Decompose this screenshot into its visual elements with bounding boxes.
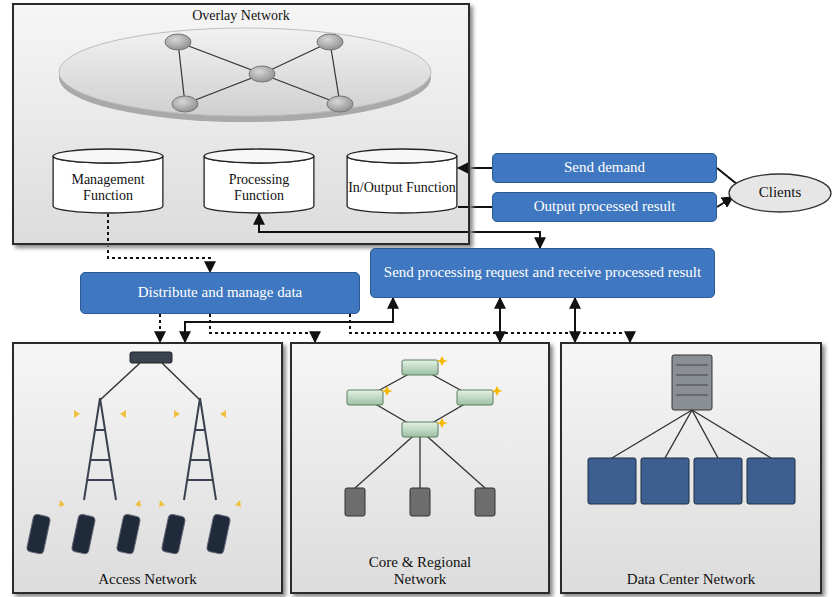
connector: [717, 168, 738, 185]
function-cylinder: Processing Function: [203, 148, 315, 214]
action-box: Output processed result: [492, 192, 717, 222]
action-box: Distribute and manage data: [80, 272, 360, 314]
connector: [499, 298, 501, 342]
connector: [574, 298, 576, 342]
overlay-disc: [59, 28, 431, 122]
network-panel: Data Center Network: [560, 342, 822, 594]
network-panel: Access Network: [12, 342, 283, 594]
dotted-connector: [159, 314, 161, 342]
node-label: Management Function: [52, 172, 164, 204]
access-illustration: [26, 352, 241, 554]
network-panel: Core & Regional Network: [290, 342, 550, 594]
node-label: Core & Regional Network: [355, 554, 485, 589]
node-label: Access Network: [98, 571, 197, 588]
dotted-connector: [108, 214, 210, 272]
dotted-connector: [210, 314, 315, 342]
panel-ground: [12, 3, 470, 245]
panel-ground: [12, 342, 283, 594]
panel-ground: [560, 342, 822, 594]
node-label: Output processed result: [534, 198, 676, 215]
node-label: Distribute and manage data: [138, 284, 303, 301]
node-label: Overlay Network: [192, 8, 290, 24]
node-label: Clients: [759, 184, 802, 201]
action-box: Send processing request and receive proc…: [370, 248, 715, 298]
connector: [458, 167, 492, 169]
node-label: Send processing request and receive proc…: [384, 264, 701, 281]
panel-ground: [290, 342, 550, 594]
function-cylinder: In/Output Function: [346, 148, 458, 214]
client-ellipse: Clients: [728, 173, 832, 213]
node-label: Processing Function: [203, 172, 315, 204]
action-box: Send demand: [492, 153, 717, 183]
node-label: Data Center Network: [627, 571, 755, 588]
datacenter-illustration: [588, 355, 795, 504]
function-cylinder: Management Function: [52, 148, 164, 214]
node-label: Send demand: [564, 159, 645, 176]
core-illustration: [345, 356, 503, 516]
overlay-panel: Overlay NetworkManagement Function Proces…: [12, 3, 470, 245]
node-label: In/Output Function: [348, 180, 456, 196]
connector: [458, 206, 492, 208]
